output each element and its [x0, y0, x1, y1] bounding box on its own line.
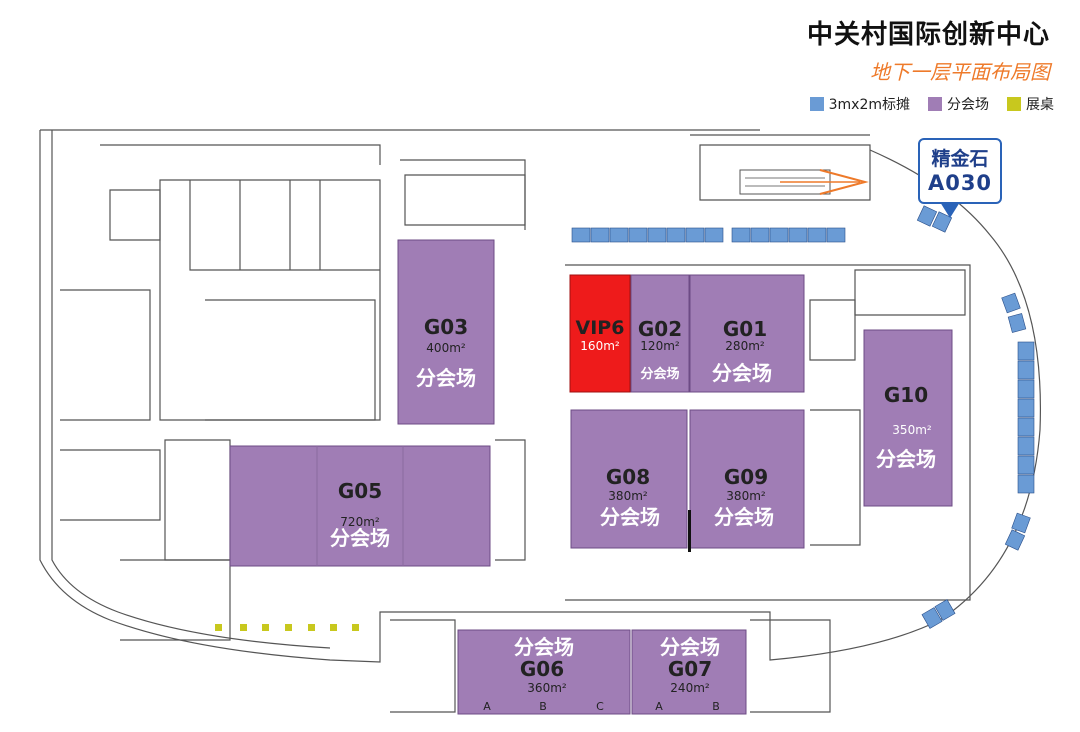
highlight-booth-code: A030 — [927, 171, 993, 195]
room-g10-area: 350m² — [892, 423, 932, 437]
building-outline — [39, 129, 1041, 713]
room-g05[interactable]: G05 720m² 分会场 — [229, 445, 491, 567]
highlight-booth-callout[interactable]: 精金石 A030 — [918, 138, 1002, 204]
room-g05-id: G05 — [338, 479, 382, 503]
legend-swatch-table — [1007, 97, 1021, 111]
room-g06-section-c: C — [596, 700, 604, 713]
legend-swatch-venue — [928, 97, 942, 111]
page-subtitle: 地下一层平面布局图 — [870, 60, 1050, 84]
room-g06-area: 360m² — [527, 681, 567, 695]
room-vip6[interactable]: VIP6 160m² — [569, 274, 631, 393]
legend-label-booth: 3mx2m标摊 — [828, 97, 910, 113]
room-g08-area: 380m² — [608, 489, 648, 503]
room-g02-area: 120m² — [640, 339, 680, 353]
room-g07-section-a: A — [655, 700, 663, 713]
table-row — [215, 624, 359, 631]
room-g08[interactable]: G08 380m² 分会场 — [570, 409, 688, 549]
legend-label-table: 展桌 — [1026, 97, 1054, 113]
legend-label-venue: 分会场 — [947, 97, 989, 113]
room-vip6-id: VIP6 — [576, 317, 625, 339]
room-g08-id: G08 — [606, 465, 650, 489]
page-title: 中关村国际创新中心 — [806, 20, 1050, 50]
room-g09-area: 380m² — [726, 489, 766, 503]
room-g07-section-b: B — [712, 700, 720, 713]
room-g06-type: 分会场 — [514, 635, 574, 659]
room-g02-id: G02 — [638, 317, 682, 341]
room-g09-id: G09 — [724, 465, 768, 489]
legend-item-booth: 3mx2m标摊 — [809, 94, 910, 114]
highlight-booth-name: 精金石 — [931, 148, 989, 170]
room-g05-area: 720m² — [340, 515, 380, 529]
legend-item-venue: 分会场 — [928, 94, 989, 114]
room-g09-type: 分会场 — [714, 505, 774, 529]
room-g03-area: 400m² — [426, 341, 466, 355]
room-g05-type: 分会场 — [330, 526, 390, 550]
room-g08-type: 分会场 — [600, 505, 660, 529]
legend-item-table: 展桌 — [1007, 94, 1054, 114]
room-g06-section-b: B — [539, 700, 547, 713]
room-g03-id: G03 — [424, 315, 468, 339]
room-g07[interactable]: 分会场 G07 240m² A B — [631, 629, 747, 715]
room-g10-type: 分会场 — [876, 447, 936, 471]
room-g03[interactable]: G03 400m² 分会场 — [397, 239, 495, 425]
booth-column-right — [916, 205, 1035, 629]
room-g10-id: G10 — [884, 383, 928, 407]
room-g01-id: G01 — [723, 317, 767, 341]
room-g01-type: 分会场 — [712, 361, 772, 385]
room-g07-id: G07 — [668, 657, 712, 681]
room-g01[interactable]: G01 280m² 分会场 — [689, 274, 805, 393]
room-g06[interactable]: 分会场 G06 360m² A B C — [457, 629, 631, 715]
legend: 3mx2m标摊 分会场 展桌 — [809, 94, 1054, 114]
room-vip6-area: 160m² — [580, 339, 620, 353]
room-g06-section-a: A — [483, 700, 491, 713]
room-g02[interactable]: G02 120m² 分会场 — [630, 274, 690, 393]
room-g01-area: 280m² — [725, 339, 765, 353]
room-g07-type: 分会场 — [660, 635, 720, 659]
booth-row-top — [571, 227, 846, 243]
room-g07-area: 240m² — [670, 681, 710, 695]
room-g02-type: 分会场 — [640, 366, 679, 382]
room-g10[interactable]: G10 350m² 分会场 — [863, 329, 953, 507]
escalator — [739, 169, 869, 195]
room-g09[interactable]: G09 380m² 分会场 — [688, 409, 805, 552]
room-g06-id: G06 — [520, 657, 564, 681]
legend-swatch-booth — [809, 97, 824, 111]
room-g03-type: 分会场 — [416, 366, 476, 390]
callout-pointer-icon — [940, 202, 960, 218]
